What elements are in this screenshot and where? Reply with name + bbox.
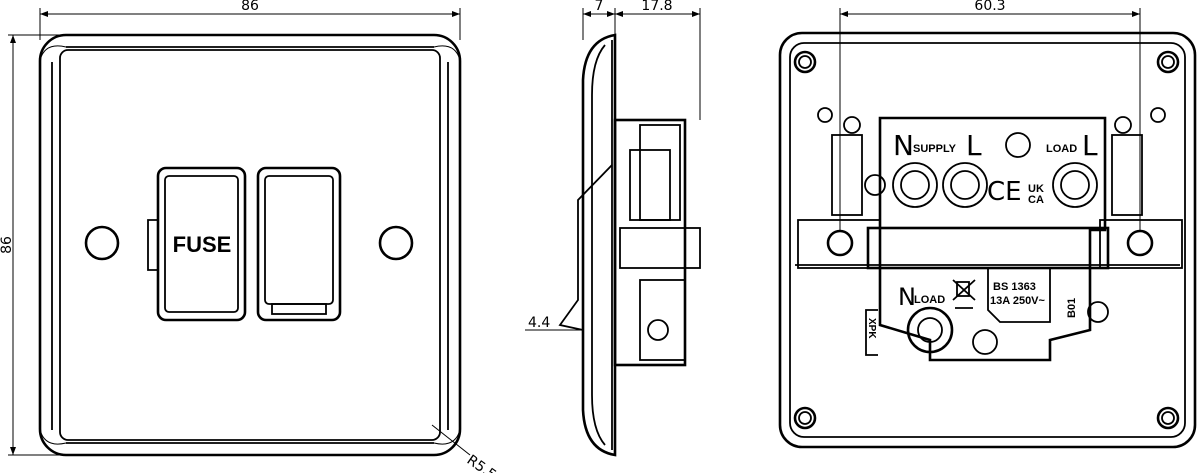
ukca-mark-uk: UK — [1028, 183, 1044, 195]
height-dimension: 86 — [0, 236, 15, 254]
load-neutral-text: LOAD — [914, 294, 945, 306]
load-live-label: L — [1082, 129, 1098, 162]
screw-hole-left — [84, 225, 120, 261]
back-view: 60.3 N SUPPLY L LO — [778, 0, 1197, 449]
front-view: 86 86 FUSE R5.5 — [0, 0, 499, 473]
width-dimension: 86 — [241, 0, 259, 14]
rocker-dimension: 4.4 — [528, 315, 550, 331]
ce-mark: CE — [987, 177, 1022, 207]
standard-label: BS 1363 — [993, 281, 1036, 293]
load-neutral-label: N — [898, 283, 916, 311]
side-code-label: XPK — [866, 318, 877, 339]
supply-neutral-label: N — [893, 129, 914, 162]
hole-spacing-dimension: 60.3 — [974, 0, 1005, 14]
body-depth-dimension: 17.8 — [641, 0, 672, 14]
fuse-label: FUSE — [173, 232, 232, 257]
screw-hole-right — [378, 225, 414, 261]
earth-icon — [817, 107, 833, 123]
fuse-carrier: FUSE — [147, 166, 247, 322]
plate-depth-dimension: 7 — [595, 0, 604, 14]
code-label: B01 — [1066, 298, 1078, 318]
switch-rocker — [256, 166, 342, 322]
corner-radius-dimension: R5.5 — [464, 452, 499, 473]
faceplate — [38, 33, 462, 457]
backplate — [778, 31, 1197, 449]
rating-label: 13A 250V~ — [990, 295, 1046, 307]
load-label: LOAD — [1046, 143, 1077, 155]
side-view: 7 17.8 4.4 — [525, 0, 701, 457]
ukca-mark-ca: CA — [1028, 194, 1044, 206]
supply-label: SUPPLY — [913, 143, 957, 155]
supply-live-label: L — [966, 129, 982, 162]
weee-bin-icon — [952, 279, 976, 309]
